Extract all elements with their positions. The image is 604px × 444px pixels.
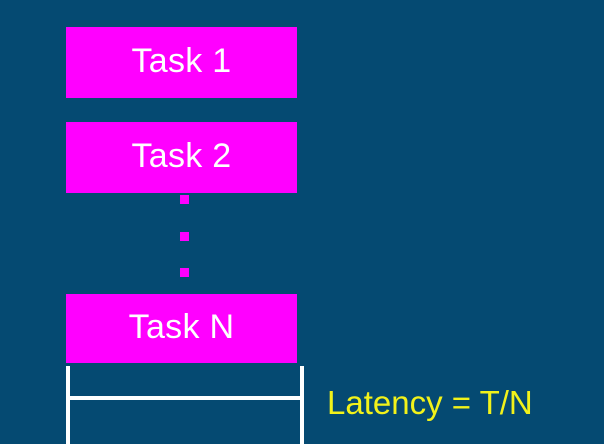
- task-box-n-label: Task N: [128, 307, 235, 346]
- ellipsis-dot-icon: [180, 268, 189, 277]
- task-box-2-label: Task 2: [131, 136, 232, 175]
- ellipsis-dot-icon: [180, 195, 189, 204]
- ellipsis-dot-icon: [180, 232, 189, 241]
- task-box-1-label: Task 1: [131, 41, 232, 80]
- latency-bracket-crossbar: [66, 396, 304, 400]
- latency-annotation-label: Latency = T/N: [327, 384, 533, 421]
- latency-bracket-right-tick: [300, 366, 304, 444]
- latency-bracket-left-tick: [66, 366, 70, 444]
- task-box-n: Task N: [66, 294, 297, 363]
- task-box-2: Task 2: [66, 122, 297, 193]
- task-box-1: Task 1: [66, 27, 297, 98]
